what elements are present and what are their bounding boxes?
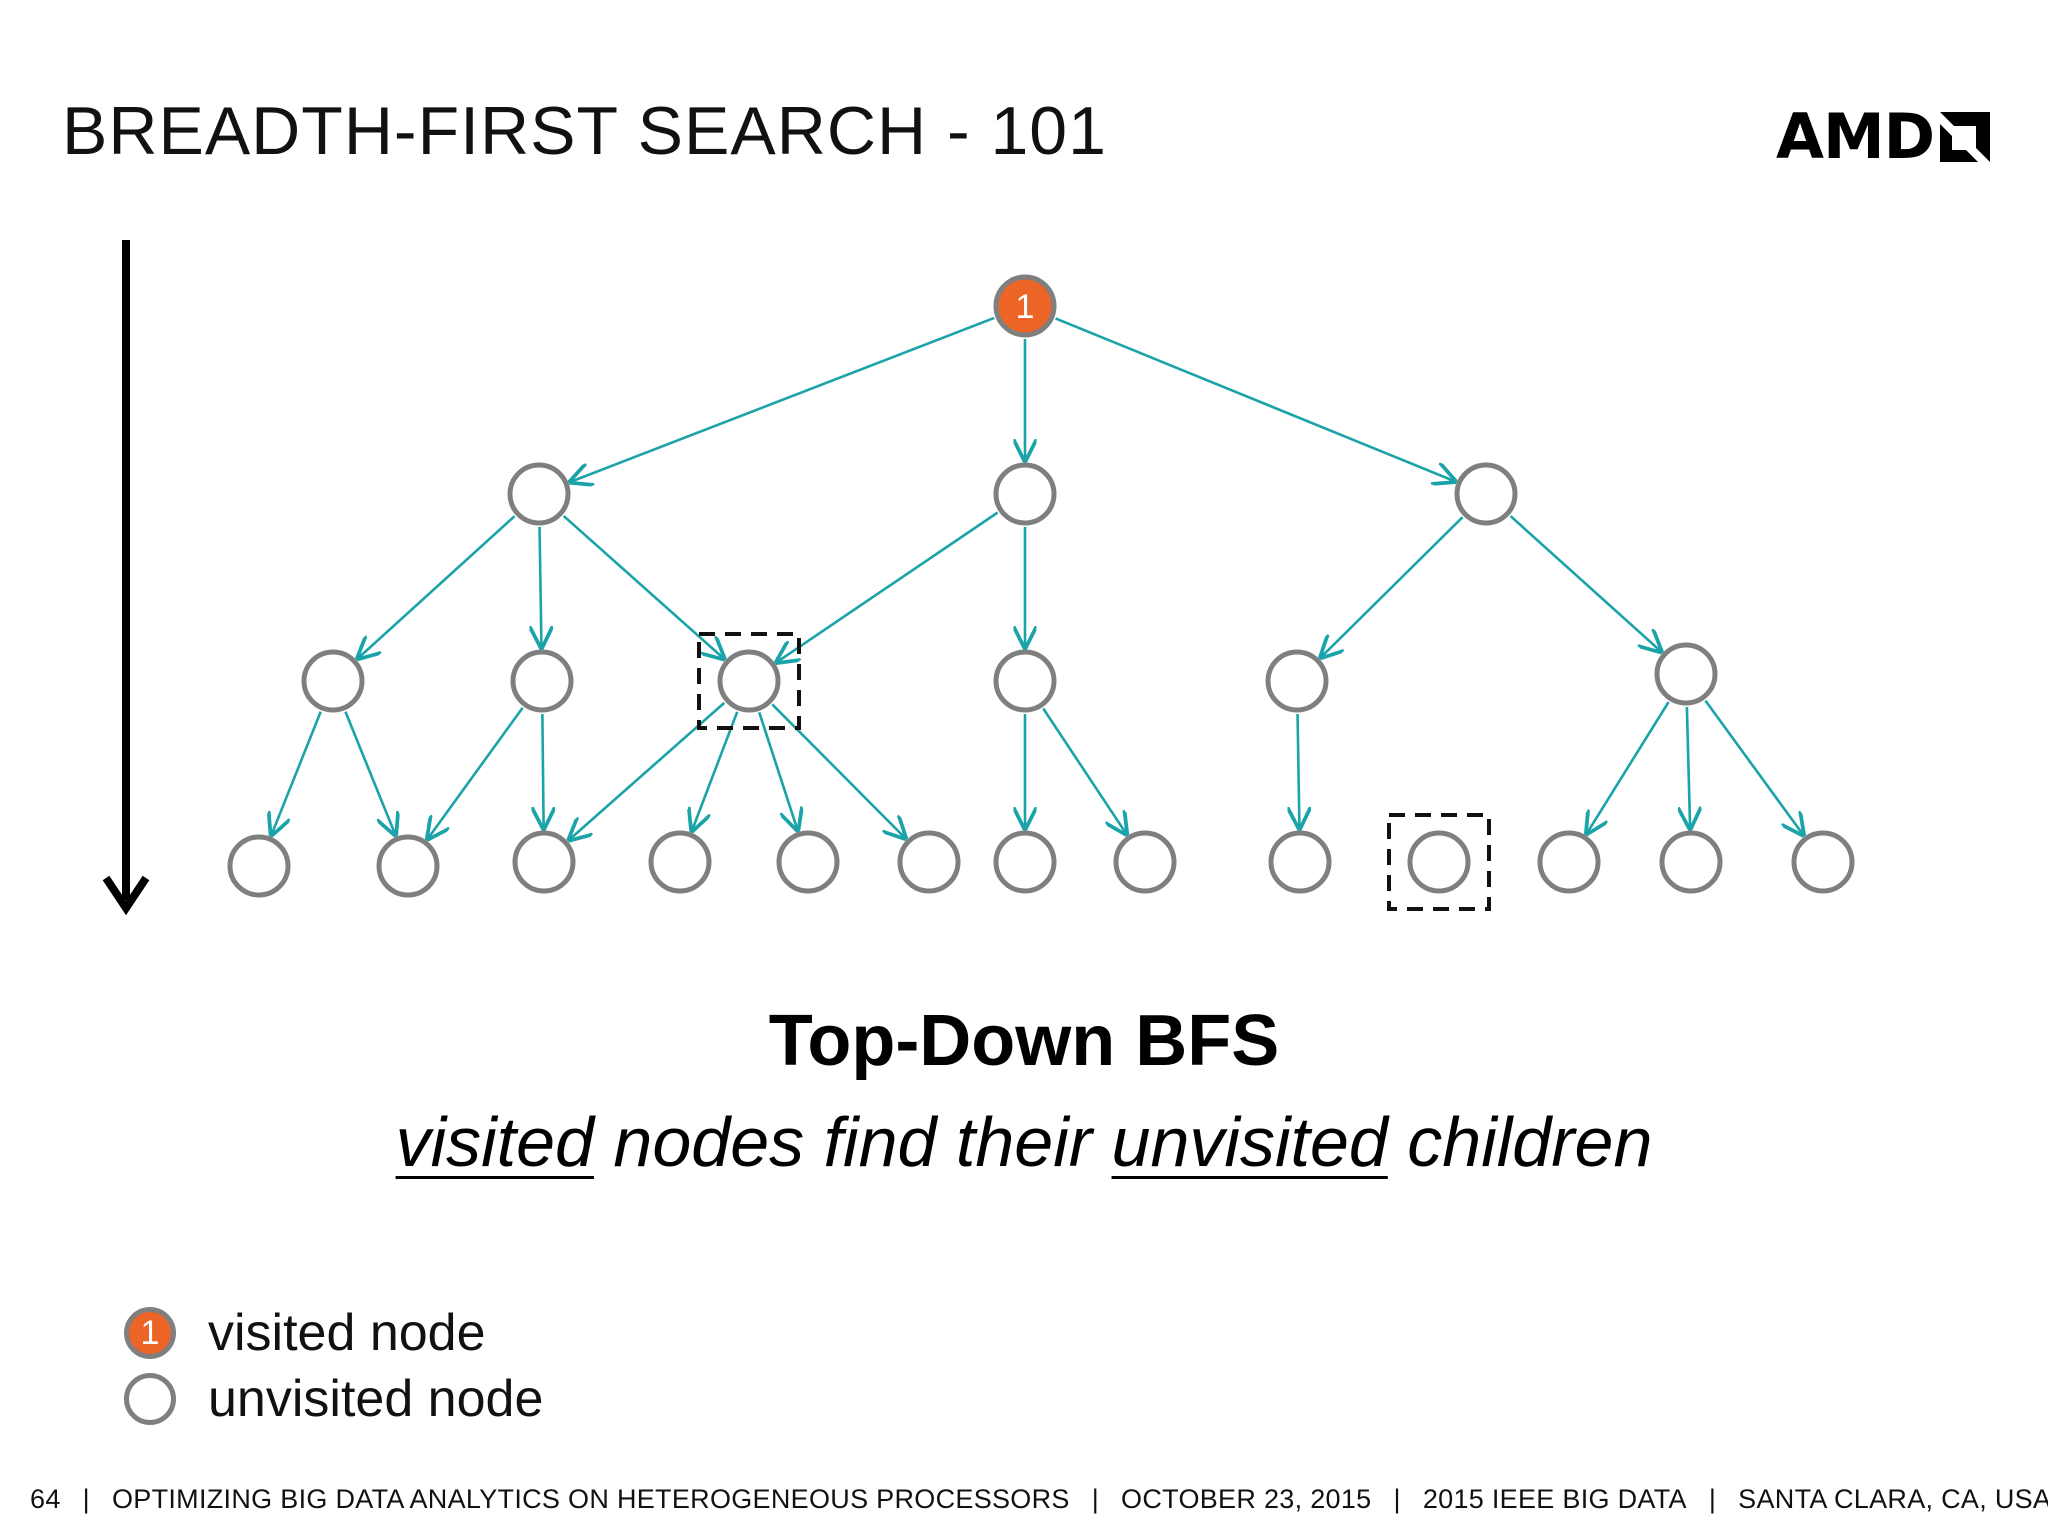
legend-unvisited: unvisited node bbox=[124, 1366, 543, 1432]
tree-edge bbox=[428, 706, 524, 839]
unvisited-node bbox=[1265, 649, 1329, 713]
footer-item-title: OPTIMIZING BIG DATA ANALYTICS ON HETEROG… bbox=[111, 1484, 1070, 1514]
frontier-highlights bbox=[697, 632, 1491, 911]
tree-edge bbox=[344, 711, 395, 835]
subtitle-middle-text: nodes find their bbox=[593, 1103, 1112, 1181]
root-node-label: 1 bbox=[1016, 288, 1035, 326]
tree-edge bbox=[777, 511, 999, 662]
subtitle-visited-word: visited bbox=[395, 1103, 594, 1181]
tree-edge bbox=[1321, 516, 1464, 657]
legend: 1 visited node unvisited node bbox=[124, 1300, 543, 1432]
frontier-highlight-box bbox=[697, 632, 801, 730]
tree-edge bbox=[358, 515, 516, 658]
unvisited-node bbox=[376, 834, 440, 898]
tree-edge bbox=[692, 711, 739, 830]
tree-edge bbox=[1055, 317, 1455, 481]
unvisited-node bbox=[301, 649, 365, 713]
unvisited-node bbox=[512, 830, 576, 894]
unvisited-node bbox=[993, 462, 1057, 526]
diagram-headline: Top-Down BFS bbox=[768, 1001, 1280, 1081]
unvisited-node bbox=[227, 834, 291, 898]
unvisited-node bbox=[1659, 830, 1723, 894]
unvisited-node bbox=[1537, 830, 1601, 894]
traversal-direction-arrow bbox=[102, 240, 150, 916]
tree-nodes: 1 bbox=[227, 274, 1855, 898]
tree-edge bbox=[1042, 707, 1126, 834]
slide-title: BREADTH-FIRST SEARCH - 101 bbox=[62, 93, 1107, 169]
tree-edge bbox=[540, 526, 542, 647]
visited-node-icon: 1 bbox=[124, 1307, 176, 1359]
subtitle-unvisited-word: unvisited bbox=[1111, 1103, 1388, 1181]
amd-arrow-icon bbox=[1940, 111, 1991, 162]
unvisited-node bbox=[993, 830, 1057, 894]
unvisited-node bbox=[1791, 830, 1855, 894]
tree-edges bbox=[272, 316, 1803, 840]
footer-item-date: OCTOBER 23, 2015 bbox=[1121, 1484, 1372, 1514]
tree-edge bbox=[562, 514, 724, 658]
tree-edge bbox=[542, 713, 543, 828]
visited-node bbox=[993, 274, 1057, 338]
tree-edge bbox=[1704, 699, 1803, 835]
legend-visited: 1 visited node bbox=[124, 1300, 543, 1366]
tree-edge bbox=[272, 711, 322, 835]
tree-edge bbox=[571, 316, 995, 482]
unvisited-node bbox=[1113, 830, 1177, 894]
amd-logo-text: AMD bbox=[1776, 100, 1935, 173]
footer-item-location: SANTA CLARA, CA, USA bbox=[1738, 1484, 2048, 1514]
unvisited-node bbox=[1407, 830, 1471, 894]
unvisited-node bbox=[1454, 462, 1518, 526]
unvisited-node bbox=[897, 830, 961, 894]
amd-logo: AMD bbox=[1776, 100, 1991, 173]
footer-item-conference: 2015 IEEE BIG DATA bbox=[1422, 1484, 1687, 1514]
unvisited-node bbox=[1654, 642, 1718, 706]
unvisited-node bbox=[993, 649, 1057, 713]
unvisited-node bbox=[717, 649, 781, 713]
frontier-highlight-box bbox=[1387, 813, 1491, 911]
tree-edge bbox=[1509, 515, 1661, 651]
unvisited-node-icon bbox=[124, 1373, 176, 1425]
unvisited-node bbox=[1268, 830, 1332, 894]
unvisited-node bbox=[776, 830, 840, 894]
tree-edge bbox=[771, 703, 905, 837]
slide-footer: 64|OPTIMIZING BIG DATA ANALYTICS ON HETE… bbox=[30, 1484, 2048, 1515]
tree-edge bbox=[1687, 706, 1690, 828]
legend-visited-label: visited node bbox=[208, 1304, 486, 1362]
tree-edge bbox=[757, 711, 797, 829]
diagram-subtitle: visited nodes find their unvisited child… bbox=[0, 1102, 2048, 1182]
unvisited-node bbox=[507, 462, 571, 526]
legend-unvisited-label: unvisited node bbox=[208, 1370, 544, 1428]
footer-page-number: 64 bbox=[30, 1484, 61, 1514]
tree-edge bbox=[569, 701, 726, 840]
subtitle-end-text: children bbox=[1387, 1103, 1653, 1181]
tree-edge bbox=[1298, 713, 1300, 828]
unvisited-node bbox=[648, 830, 712, 894]
tree-edge bbox=[1587, 701, 1670, 833]
unvisited-node bbox=[510, 649, 574, 713]
